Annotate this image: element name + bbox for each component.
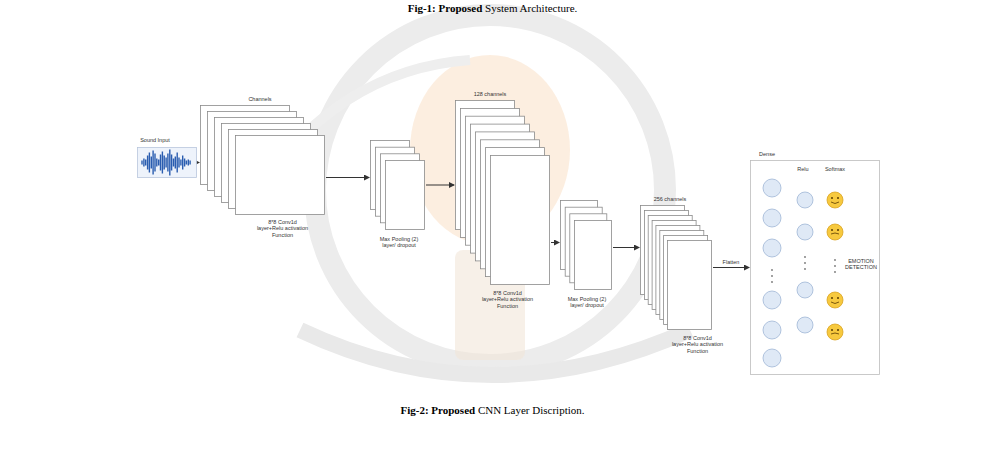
layer-label: 8*8 Conv1d layer+Relu activation Functio… xyxy=(255,219,310,238)
emoji-mouth xyxy=(831,233,839,234)
feature-map xyxy=(575,221,612,290)
layer-pages xyxy=(560,200,612,290)
ellipsis-dot xyxy=(771,281,773,283)
emoji-eye xyxy=(831,229,833,231)
layer-label: Sound Input xyxy=(135,137,175,143)
ellipsis-dot xyxy=(771,275,773,277)
emoji-mouth xyxy=(831,202,839,204)
layer-label: Channels xyxy=(240,96,280,102)
neuron xyxy=(797,317,813,333)
dense-block: DenseReluSoftmaxEMOTION DETECTION xyxy=(750,160,880,375)
emoji-face xyxy=(827,292,843,308)
pooling-stack: Max Pooling (2) layer/ dropout xyxy=(560,200,612,290)
dense-frame xyxy=(751,161,880,375)
neuron xyxy=(797,192,813,208)
emoji-eye xyxy=(837,229,839,231)
feature-map xyxy=(386,161,425,230)
emoji-face xyxy=(827,324,843,340)
edge-label: Flatten xyxy=(722,259,741,265)
conv-layer-stack: 128 channels8*8 Conv1d layer+Relu activa… xyxy=(455,100,550,285)
layer-label: Max Pooling (2) layer/ dropout xyxy=(375,236,423,249)
waveform-line xyxy=(142,150,190,176)
layer-label: 8*8 Conv1d layer+Relu activation Functio… xyxy=(480,290,535,309)
layer-pages xyxy=(455,100,550,285)
layer-label: Softmax xyxy=(820,166,850,172)
layer-label: EMOTION DETECTION xyxy=(845,258,877,271)
layer-pages xyxy=(640,205,712,330)
emoji-mouth xyxy=(831,302,839,304)
ellipsis-dot xyxy=(804,256,806,258)
emoji-eye xyxy=(831,197,833,199)
neuron xyxy=(797,282,813,298)
figure-caption: Fig-1: Proposed System Architecture. xyxy=(0,2,985,14)
input-box: Sound Input xyxy=(137,147,197,178)
ellipsis-dot xyxy=(771,269,773,271)
flow-arrow xyxy=(426,185,454,186)
flow-arrow xyxy=(613,247,639,248)
layer-label: Max Pooling (2) layer/ dropout xyxy=(563,296,611,309)
flow-arrow xyxy=(713,267,749,268)
layer-label: 128 channels xyxy=(465,91,515,97)
neuron xyxy=(763,291,781,309)
emoji-eye xyxy=(837,297,839,299)
feature-map xyxy=(668,241,712,330)
figure-caption: Fig-2: Proposed CNN Layer Discription. xyxy=(0,404,985,416)
neuron xyxy=(763,179,781,197)
emoji-eye xyxy=(837,329,839,331)
feature-map xyxy=(236,136,325,215)
flow-arrow xyxy=(198,162,199,163)
watermark-ring xyxy=(315,15,665,365)
emoji-face xyxy=(827,192,843,208)
emoji-eye xyxy=(831,329,833,331)
flow-arrow xyxy=(326,177,369,178)
emoji-face xyxy=(827,224,843,240)
emoji-eye xyxy=(831,297,833,299)
emoji-eye xyxy=(837,197,839,199)
pooling-stack: Max Pooling (2) layer/ dropout xyxy=(370,140,425,230)
neuron xyxy=(763,209,781,227)
layer-label: 8*8 Conv1d layer+Relu activation Functio… xyxy=(670,335,725,354)
ellipsis-dot xyxy=(834,259,836,261)
input-frame xyxy=(138,148,197,178)
ellipsis-dot xyxy=(834,271,836,273)
neuron xyxy=(763,349,781,367)
neuron xyxy=(763,321,781,339)
layer-label: Dense xyxy=(752,151,782,157)
ellipsis-dot xyxy=(834,265,836,267)
layer-pages xyxy=(200,105,325,215)
conv-layer-stack: Channels8*8 Conv1d layer+Relu activation… xyxy=(200,105,325,215)
feature-map xyxy=(491,156,550,285)
layer-pages xyxy=(370,140,425,230)
emoji-mouth xyxy=(831,333,839,334)
flow-arrow xyxy=(551,242,559,243)
neuron xyxy=(797,224,813,240)
ellipsis-dot xyxy=(804,262,806,264)
layer-label: Relu xyxy=(788,166,818,172)
ellipsis-dot xyxy=(804,268,806,270)
layer-label: 256 channels xyxy=(645,196,695,202)
neuron xyxy=(763,239,781,257)
conv-layer-stack: 256 channels8*8 Conv1d layer+Relu activa… xyxy=(640,205,712,330)
waveform xyxy=(137,147,197,178)
